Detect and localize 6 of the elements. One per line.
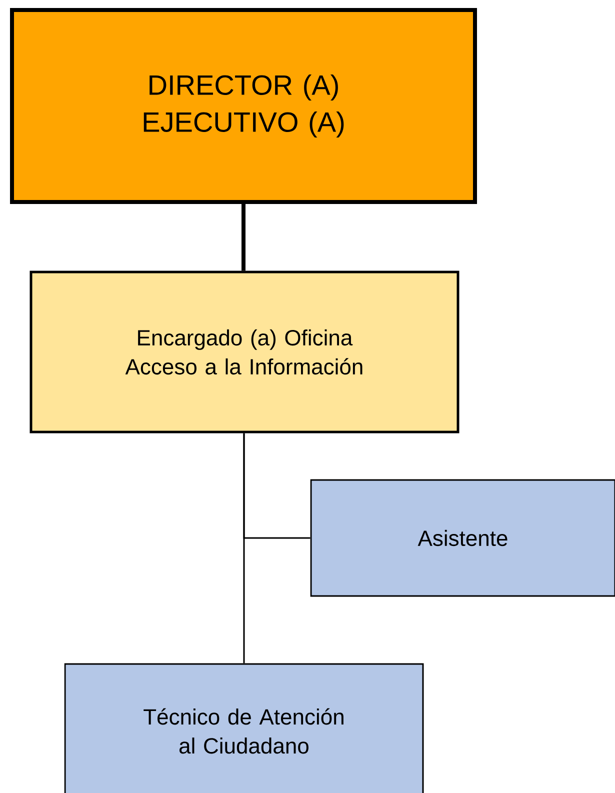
connector-line — [243, 433, 245, 664]
connector-line — [242, 204, 246, 271]
title-box: DIRECTOR (A) EJECUTIVO (A) — [10, 8, 477, 204]
position-box: Asistente — [310, 479, 615, 597]
position-box: Encargado (a) Oficina Acceso a la Información — [30, 270, 460, 434]
position-box: Técnico de Atención al Ciudadano — [64, 663, 424, 793]
